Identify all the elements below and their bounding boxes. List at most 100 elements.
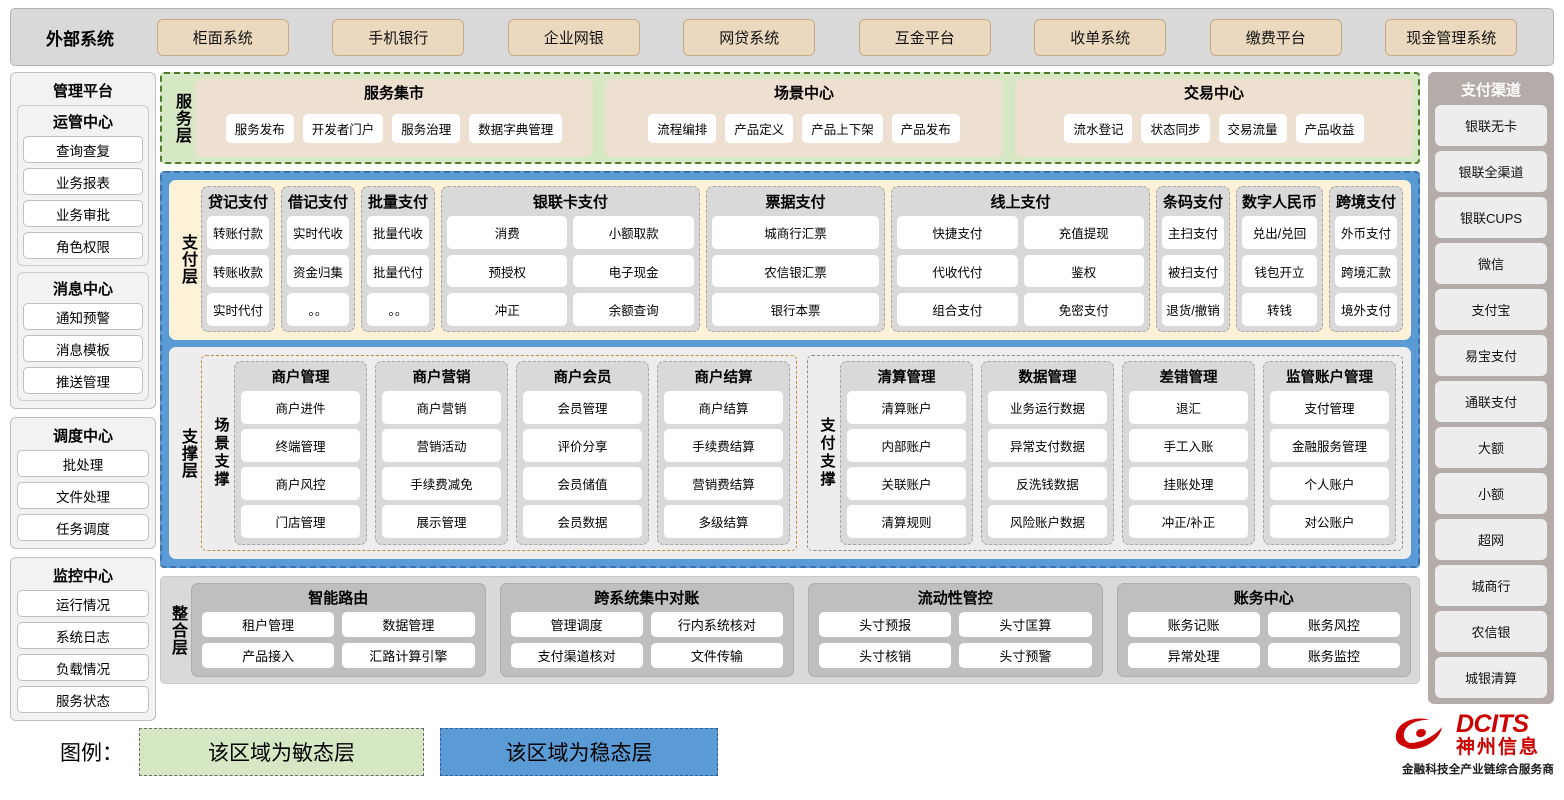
- support-item[interactable]: 风险账户数据: [988, 505, 1107, 538]
- support-item[interactable]: 会员管理: [523, 391, 642, 424]
- integration-item[interactable]: 汇路计算引擎: [342, 643, 474, 668]
- support-item[interactable]: 商户风控: [241, 467, 360, 500]
- payment-item[interactable]: 预授权: [447, 255, 567, 288]
- channel-item[interactable]: 银联CUPS: [1435, 197, 1547, 238]
- service-item[interactable]: 服务治理: [392, 114, 460, 143]
- admin-item[interactable]: 推送管理: [23, 367, 143, 394]
- payment-item[interactable]: 转账付款: [207, 216, 269, 249]
- payment-item[interactable]: 组合支付: [897, 293, 1017, 326]
- external-system-item[interactable]: 现金管理系统: [1385, 19, 1517, 56]
- integration-item[interactable]: 数据管理: [342, 612, 474, 637]
- integration-item[interactable]: 账务监控: [1268, 643, 1400, 668]
- monitor-item[interactable]: 运行情况: [17, 590, 149, 617]
- integration-item[interactable]: 管理调度: [511, 612, 643, 637]
- monitor-item[interactable]: 负载情况: [17, 654, 149, 681]
- integration-item[interactable]: 行内系统核对: [651, 612, 783, 637]
- payment-item[interactable]: 代收代付: [897, 255, 1017, 288]
- service-item[interactable]: 数据字典管理: [469, 114, 562, 143]
- support-item[interactable]: 展示管理: [382, 505, 501, 538]
- support-item[interactable]: 个人账户: [1270, 467, 1389, 500]
- payment-item[interactable]: 冲正: [447, 293, 567, 326]
- support-item[interactable]: 金融服务管理: [1270, 429, 1389, 462]
- admin-item[interactable]: 消息模板: [23, 335, 143, 362]
- support-item[interactable]: 商户结算: [664, 391, 783, 424]
- payment-item[interactable]: 。。: [287, 293, 349, 326]
- support-item[interactable]: 评价分享: [523, 429, 642, 462]
- support-item[interactable]: 营销活动: [382, 429, 501, 462]
- integration-item[interactable]: 头寸核销: [819, 643, 951, 668]
- channel-item[interactable]: 微信: [1435, 243, 1547, 284]
- integration-item[interactable]: 产品接入: [202, 643, 334, 668]
- channel-item[interactable]: 通联支付: [1435, 381, 1547, 422]
- integration-item[interactable]: 账务记账: [1128, 612, 1260, 637]
- support-item[interactable]: 挂账处理: [1129, 467, 1248, 500]
- external-system-item[interactable]: 企业网银: [508, 19, 640, 56]
- payment-item[interactable]: 实时代付: [207, 293, 269, 326]
- support-item[interactable]: 支付管理: [1270, 391, 1389, 424]
- payment-item[interactable]: 跨境汇款: [1335, 255, 1397, 288]
- payment-item[interactable]: 小额取款: [573, 216, 693, 249]
- dispatch-item[interactable]: 任务调度: [17, 514, 149, 541]
- admin-item[interactable]: 通知预警: [23, 303, 143, 330]
- support-item[interactable]: 反洗钱数据: [988, 467, 1107, 500]
- support-item[interactable]: 清算规则: [847, 505, 966, 538]
- channel-item[interactable]: 银联全渠道: [1435, 151, 1547, 192]
- service-item[interactable]: 开发者门户: [303, 114, 384, 143]
- payment-item[interactable]: 批量代收: [367, 216, 429, 249]
- support-item[interactable]: 商户进件: [241, 391, 360, 424]
- payment-item[interactable]: 钱包开立: [1242, 255, 1317, 288]
- service-item[interactable]: 交易流量: [1219, 114, 1287, 143]
- support-item[interactable]: 对公账户: [1270, 505, 1389, 538]
- service-item[interactable]: 流水登记: [1064, 114, 1132, 143]
- external-system-item[interactable]: 互金平台: [859, 19, 991, 56]
- payment-item[interactable]: 被扫支付: [1162, 255, 1224, 288]
- support-item[interactable]: 营销费结算: [664, 467, 783, 500]
- payment-item[interactable]: 实时代收: [287, 216, 349, 249]
- payment-item[interactable]: 免密支付: [1024, 293, 1144, 326]
- payment-item[interactable]: 转钱: [1242, 293, 1317, 326]
- payment-item[interactable]: 银行本票: [712, 293, 879, 326]
- payment-item[interactable]: 消费: [447, 216, 567, 249]
- external-system-item[interactable]: 柜面系统: [157, 19, 289, 56]
- integration-item[interactable]: 头寸预警: [959, 643, 1091, 668]
- channel-item[interactable]: 大额: [1435, 427, 1547, 468]
- dispatch-item[interactable]: 批处理: [17, 450, 149, 477]
- integration-item[interactable]: 账务风控: [1268, 612, 1400, 637]
- integration-item[interactable]: 头寸预报: [819, 612, 951, 637]
- service-item[interactable]: 服务发布: [226, 114, 294, 143]
- channel-item[interactable]: 易宝支付: [1435, 335, 1547, 376]
- payment-item[interactable]: 主扫支付: [1162, 216, 1224, 249]
- integration-item[interactable]: 文件传输: [651, 643, 783, 668]
- channel-item[interactable]: 支付宝: [1435, 289, 1547, 330]
- channel-item[interactable]: 银联无卡: [1435, 105, 1547, 146]
- external-system-item[interactable]: 网贷系统: [683, 19, 815, 56]
- monitor-item[interactable]: 服务状态: [17, 686, 149, 713]
- support-item[interactable]: 业务运行数据: [988, 391, 1107, 424]
- external-system-item[interactable]: 缴费平台: [1210, 19, 1342, 56]
- payment-item[interactable]: 电子现金: [573, 255, 693, 288]
- admin-item[interactable]: 业务报表: [23, 168, 143, 195]
- payment-item[interactable]: 快捷支付: [897, 216, 1017, 249]
- payment-item[interactable]: 余额查询: [573, 293, 693, 326]
- payment-item[interactable]: 充值提现: [1024, 216, 1144, 249]
- payment-item[interactable]: 境外支付: [1335, 293, 1397, 326]
- admin-item[interactable]: 角色权限: [23, 232, 143, 259]
- service-item[interactable]: 状态同步: [1141, 114, 1209, 143]
- external-system-item[interactable]: 手机银行: [332, 19, 464, 56]
- admin-item[interactable]: 查询查复: [23, 136, 143, 163]
- support-item[interactable]: 终端管理: [241, 429, 360, 462]
- support-item[interactable]: 门店管理: [241, 505, 360, 538]
- dispatch-item[interactable]: 文件处理: [17, 482, 149, 509]
- admin-item[interactable]: 业务审批: [23, 200, 143, 227]
- payment-item[interactable]: 转账收款: [207, 255, 269, 288]
- support-item[interactable]: 冲正/补正: [1129, 505, 1248, 538]
- support-item[interactable]: 会员储值: [523, 467, 642, 500]
- payment-item[interactable]: 退货/撤销: [1162, 293, 1224, 326]
- channel-item[interactable]: 超网: [1435, 519, 1547, 560]
- payment-item[interactable]: 外币支付: [1335, 216, 1397, 249]
- channel-item[interactable]: 城银清算: [1435, 657, 1547, 698]
- payment-item[interactable]: 农信银汇票: [712, 255, 879, 288]
- payment-item[interactable]: 批量代付: [367, 255, 429, 288]
- support-item[interactable]: 清算账户: [847, 391, 966, 424]
- channel-item[interactable]: 城商行: [1435, 565, 1547, 606]
